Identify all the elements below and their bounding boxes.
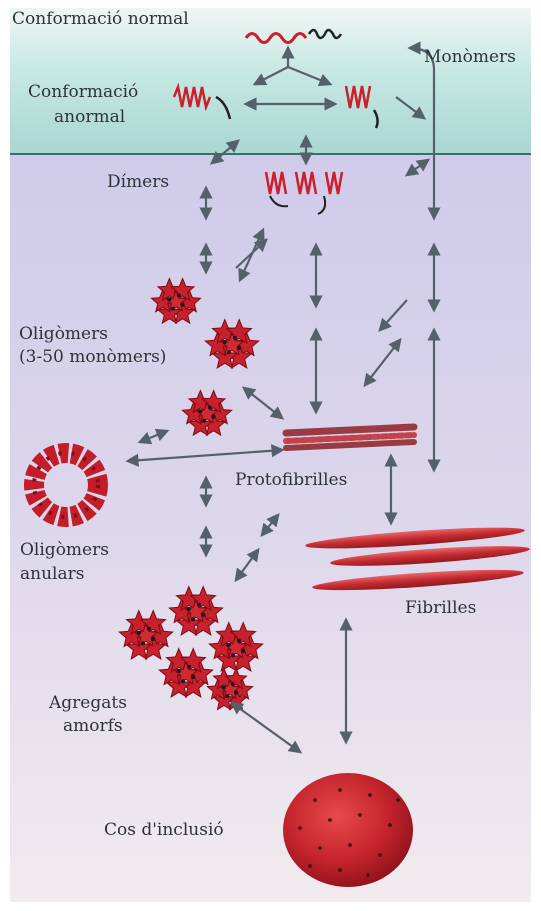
label-abnormal-conformation-line2: anormal — [54, 107, 125, 127]
intracellular-band — [10, 154, 531, 902]
extracellular-band — [10, 8, 531, 154]
label-oligomers-line1: Oligòmers — [19, 324, 108, 344]
label-abnormal-conformation-line1: Conformació — [28, 82, 138, 102]
protofibril — [286, 427, 414, 448]
label-inclusion-body: Cos d'inclusió — [104, 820, 224, 840]
label-amorphous-aggregates-line1: Agregats — [49, 693, 127, 713]
label-annular-oligomers-line1: Oligòmers — [20, 540, 109, 560]
label-annular-oligomers-line2: anulars — [20, 564, 84, 584]
label-fibrils: Fibrilles — [405, 598, 476, 618]
label-protofibrils: Protofibrilles — [235, 470, 347, 490]
inclusion-body — [283, 773, 413, 887]
label-oligomers-line2: (3-50 monòmers) — [19, 347, 166, 367]
label-dimers: Dímers — [107, 172, 169, 192]
label-monomers: Monòmers — [424, 47, 516, 67]
label-amorphous-aggregates-line2: amorfs — [63, 716, 123, 736]
label-normal-conformation: Conformació normal — [12, 9, 189, 29]
